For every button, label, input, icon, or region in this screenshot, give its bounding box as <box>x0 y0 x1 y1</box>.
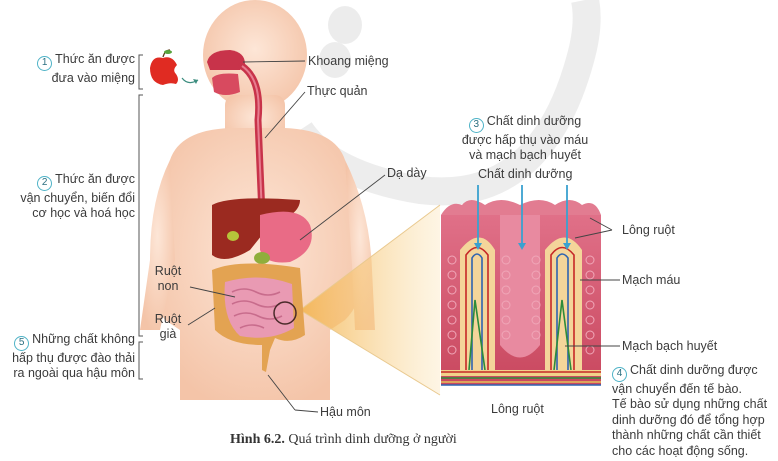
nutrient-arrows <box>477 185 568 245</box>
label-small-intestine: Ruột non <box>154 264 182 293</box>
step-number-2: 2 <box>37 175 53 191</box>
leader-lines <box>187 60 620 413</box>
stomach <box>260 211 312 263</box>
step-number-5: 5 <box>14 335 30 351</box>
small-intestine <box>224 277 294 338</box>
label-mouth-cavity: Khoang miệng <box>308 54 389 68</box>
label-villi-right: Lông ruột <box>622 223 675 237</box>
step-number-1: 1 <box>37 55 53 71</box>
figure-caption-text: Quá trình dinh dưỡng ở người <box>284 432 457 447</box>
label-blood-vessel: Mạch máu <box>622 273 681 287</box>
magnify-cone <box>300 205 440 395</box>
figure-caption: Hình 6.2. Quá trình dinh dưỡng ở người <box>230 432 457 448</box>
label-stomach: Dạ dày <box>387 166 427 180</box>
label-villi-bottom: Lông ruột <box>491 402 544 416</box>
apple-icon <box>150 49 178 85</box>
label-anus: Hậu môn <box>320 405 371 419</box>
step-number-3: 3 <box>468 117 484 133</box>
label-large-intestine: Ruột già <box>154 312 182 341</box>
label-esophagus: Thực quản <box>307 84 368 98</box>
mouth-cavity <box>207 50 245 95</box>
step-brackets <box>138 54 143 380</box>
label-nutrients: Chất dinh dưỡng <box>478 167 573 181</box>
step-number-4: 4 <box>612 366 627 382</box>
intestinal-villus-diagram <box>441 185 601 386</box>
label-lymph-vessel: Mạch bạch huyết <box>622 339 718 353</box>
figure-number: Hình 6.2. <box>230 432 285 447</box>
